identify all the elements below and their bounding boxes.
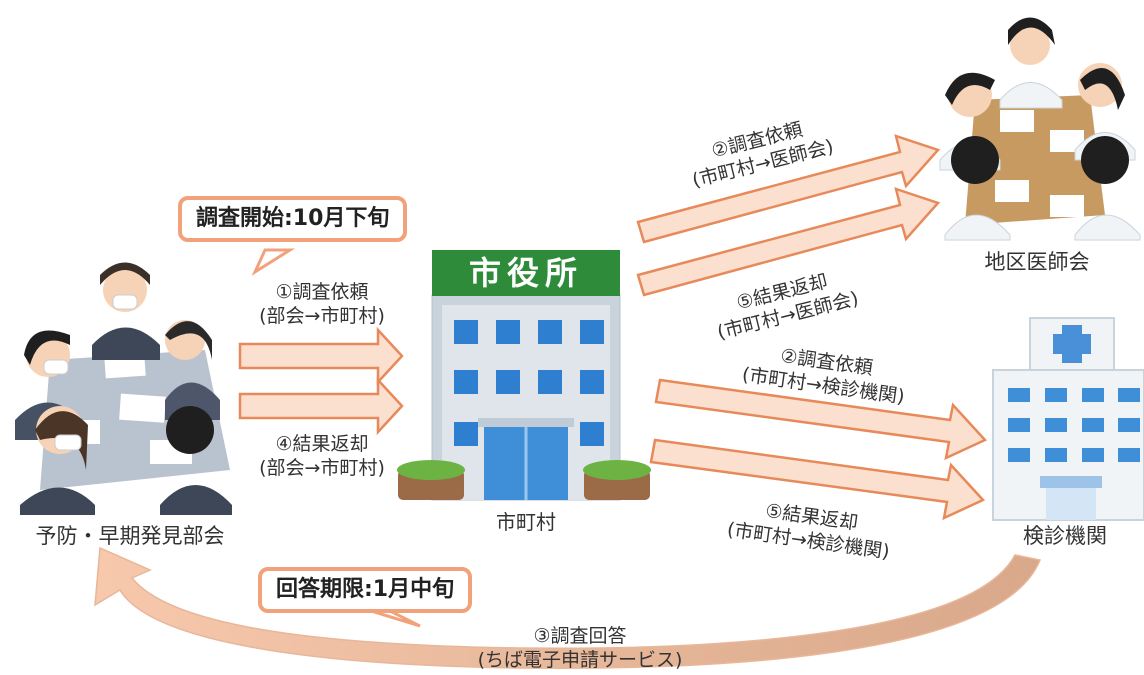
- step3-title: ③調査回答: [533, 625, 627, 647]
- arrow-label-step4: ④結果返却 (部会→市町村): [232, 432, 412, 480]
- step4-title: ④結果返却: [275, 433, 369, 455]
- step3-sub: (ちば電子申請サービス): [477, 649, 683, 671]
- city-hall-sign-text: 市役所: [468, 254, 583, 292]
- callout-deadline: 回答期限:1月中旬: [258, 567, 473, 613]
- ishikai-meeting-illustration: [939, 17, 1141, 241]
- city-hall-illustration: [397, 250, 651, 501]
- arrow-label-step3: ③調査回答 (ちば電子申請サービス): [440, 624, 720, 672]
- arrow-step1: [238, 326, 404, 386]
- step1-sub: (部会→市町村): [259, 305, 385, 327]
- kenshin-hospital-illustration: [992, 317, 1144, 521]
- return-arc-arrow: [94, 546, 1042, 669]
- node-label-bukai: 予防・早期発見部会: [35, 524, 225, 548]
- node-label-ishikai: 地区医師会: [984, 250, 1090, 274]
- step4-sub: (部会→市町村): [259, 457, 385, 479]
- bukai-meeting-illustration: [15, 262, 232, 515]
- node-label-city: 市町村: [496, 510, 556, 534]
- arrow-step2b: [654, 378, 988, 461]
- callout-start: 調査開始:10月下旬: [178, 196, 408, 242]
- arrow-step2a: [636, 134, 941, 244]
- arrow-step5a: [636, 187, 941, 297]
- node-label-kenshin: 検診機関: [1023, 524, 1107, 548]
- step1-title: ①調査依頼: [275, 281, 369, 303]
- arrow-label-step1: ①調査依頼 (部会→市町村): [232, 280, 412, 328]
- arrow-step5b: [649, 438, 986, 521]
- arrow-step4: [238, 376, 404, 436]
